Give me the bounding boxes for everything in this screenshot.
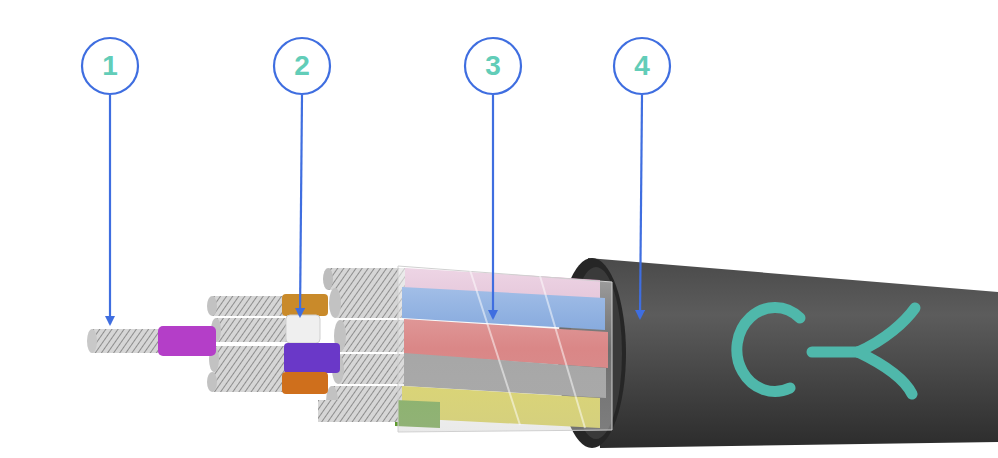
foil-wrap-lines (470, 270, 585, 428)
leader-arrows (110, 95, 642, 324)
logo (737, 307, 915, 394)
foil-shield (398, 266, 612, 432)
callout-number: 1 (82, 38, 138, 94)
outer-jacket (558, 258, 998, 448)
callout-number: 2 (274, 38, 330, 94)
inner-cores (207, 294, 340, 394)
callout-number: 4 (614, 38, 670, 94)
callout-circles (82, 38, 670, 94)
callout-number: 3 (465, 38, 521, 94)
center-conductor (87, 326, 216, 356)
